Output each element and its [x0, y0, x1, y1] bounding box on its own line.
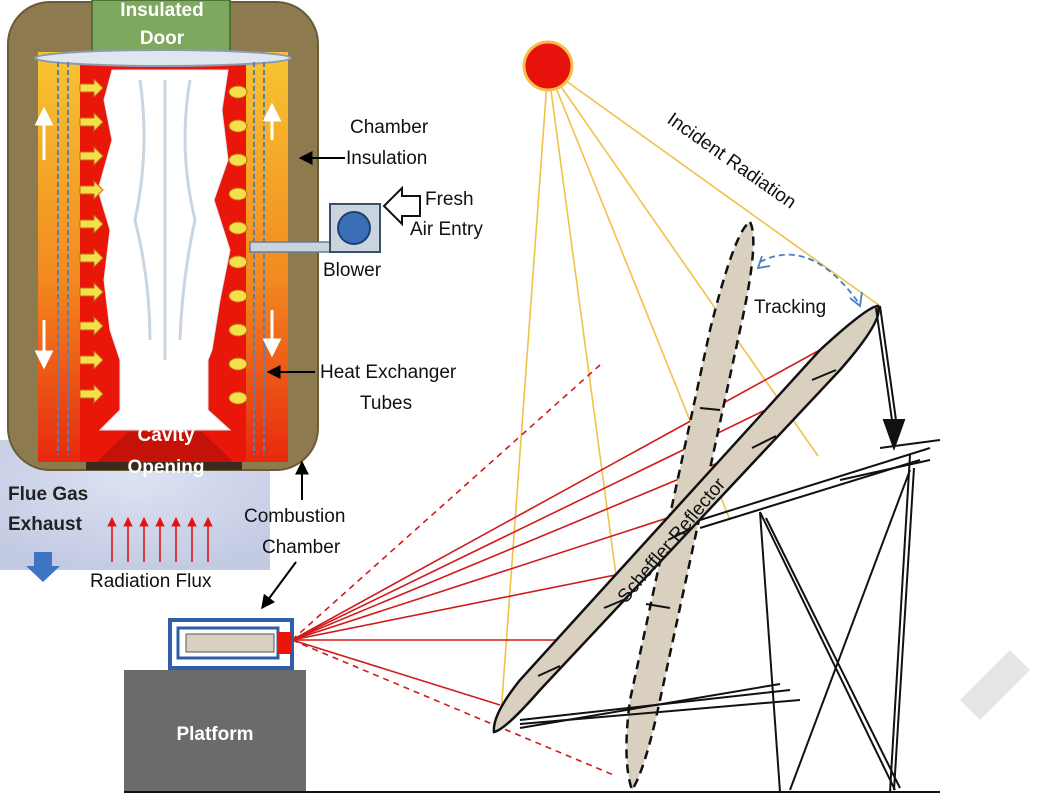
heat-exchanger-tubes [57, 62, 265, 455]
scheffler-reflector [492, 304, 880, 734]
tracking-arrowhead [756, 255, 771, 270]
watermark-stroke [960, 650, 1030, 720]
heat-exchanger-label-2: Tubes [360, 393, 412, 414]
receiver-pointer [261, 561, 297, 610]
chamber-lid [34, 49, 292, 67]
heat-transfer-arrows [79, 77, 248, 405]
flue-gas-label-1: Flue Gas [8, 484, 88, 505]
flue-gas-exhaust-arrow [26, 552, 60, 582]
reflector-support-truss [519, 439, 941, 793]
tilt-axis [875, 305, 906, 451]
combustion-chamber-illustration: Insulated Door Chamber Insulation Fresh … [0, 0, 483, 610]
receiver-box [168, 618, 294, 670]
platform [124, 670, 306, 792]
insulated-door-label-2: Door [140, 28, 185, 49]
chamber-insulation-label-1: Chamber [350, 117, 429, 138]
tracking-arc [759, 253, 859, 303]
fresh-air-arrow [382, 185, 421, 227]
platform-label: Platform [176, 724, 253, 745]
air-flow-arrows [34, 102, 282, 370]
heat-exchanger-label-1: Heat Exchanger [320, 362, 457, 383]
cavity-label-2: Opening [127, 457, 204, 478]
cavity-opening [92, 432, 238, 466]
cavity-lip [86, 462, 242, 470]
fresh-air-label-1: Fresh [425, 189, 474, 210]
radiation-flux-arrows [107, 517, 213, 562]
tracking-label: Tracking [754, 297, 826, 318]
fresh-air-label-2: Air Entry [410, 219, 483, 240]
radiation-flux-label: Radiation Flux [90, 571, 212, 592]
combustion-label-2: Chamber [262, 537, 341, 558]
flame-streak [178, 79, 197, 341]
sun [522, 40, 574, 92]
incident-radiation-label: Incident Radiation [663, 109, 800, 213]
combustion-label-1: Combustion [244, 506, 345, 527]
cavity-label-1: Cavity [137, 425, 194, 446]
flame-streak [133, 79, 152, 341]
tracking-arrowhead [849, 291, 863, 308]
chamber-insulation-label-2: Insulation [346, 148, 427, 169]
incident-rays [499, 67, 881, 729]
blower-label: Blower [323, 260, 382, 281]
blower-fan [337, 211, 371, 245]
insulated-door-label-1: Insulated [120, 0, 203, 21]
flue-gas-label-2: Exhaust [8, 514, 83, 535]
